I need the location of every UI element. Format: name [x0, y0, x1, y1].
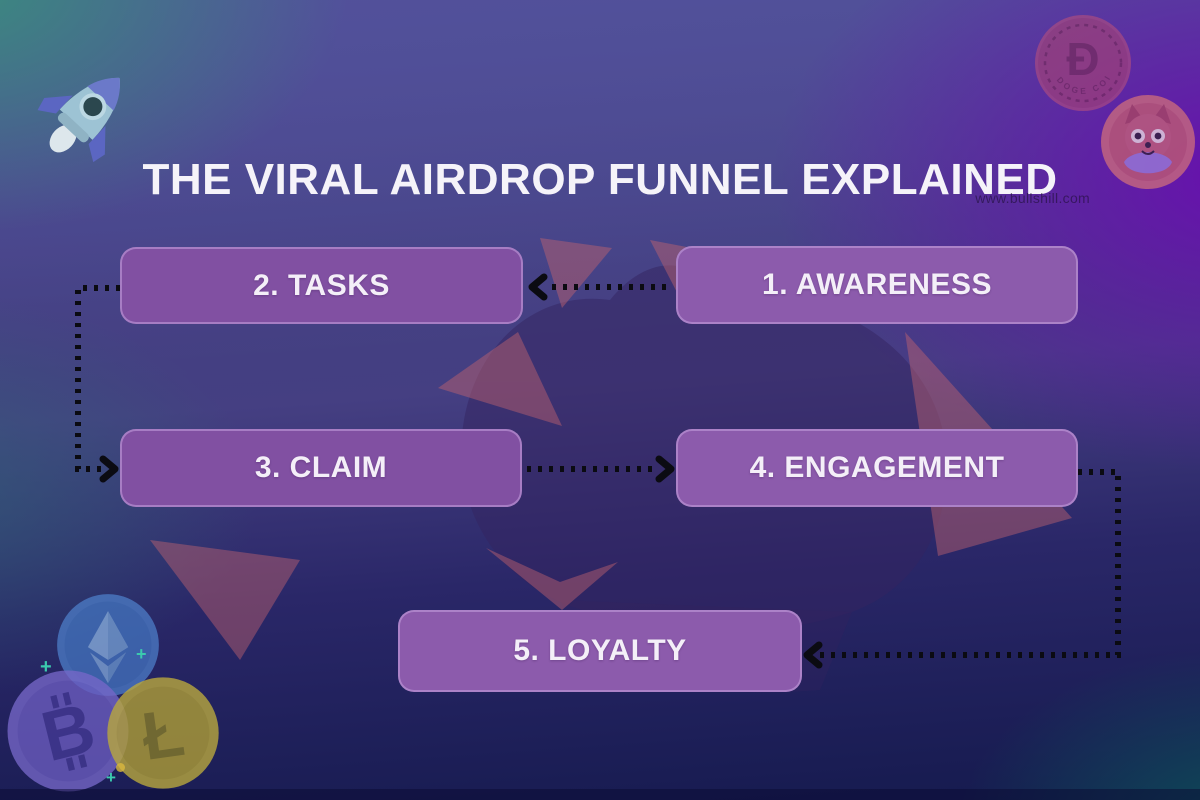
bitcoin-coin-icon: B	[7, 670, 129, 792]
arrowhead-left-icon	[803, 641, 823, 669]
step-label: 5. LOYALTY	[513, 634, 687, 667]
ethereum-coin-icon	[57, 594, 159, 696]
watermark-url: www.bullshill.com	[975, 190, 1090, 206]
plus-sparkle-icon: +	[40, 656, 52, 678]
edge-tasks-to-claim	[75, 285, 120, 472]
dogecoin-icon: Đ DOGE COIN	[1033, 13, 1131, 111]
step-label: 3. CLAIM	[254, 451, 388, 484]
step-box-awareness: 1. AWARENESS	[676, 246, 1078, 324]
step-label: 4. ENGAGEMENT	[749, 451, 1005, 484]
litecoin-symbol: Ł	[138, 695, 189, 775]
step-label: 2. TASKS	[253, 268, 390, 302]
plus-sparkle-icon: +	[136, 644, 147, 664]
step-label: 1. AWARENESS	[762, 268, 992, 301]
step-box-engagement: 4. ENGAGEMENT	[676, 429, 1078, 507]
arrowhead-right-icon	[655, 455, 675, 483]
dogecoin-symbol: Đ	[1066, 33, 1099, 85]
step-box-loyalty: 5. LOYALTY	[398, 610, 802, 692]
step-box-claim: 3. CLAIM	[120, 429, 522, 507]
shiba-coin-icon	[1101, 95, 1195, 189]
arrowhead-right-icon	[99, 455, 119, 483]
bottom-edge-strip	[0, 789, 1200, 800]
dot-sparkle-icon	[116, 763, 125, 772]
page-title: THE VIRAL AIRDROP FUNNEL EXPLAINED	[142, 155, 1058, 205]
step-box-tasks: 2. TASKS	[120, 247, 523, 324]
arrowhead-left-icon	[528, 273, 548, 301]
litecoin-coin-icon: Ł	[107, 677, 219, 789]
plus-sparkle-icon: +	[106, 768, 116, 787]
rocket-icon	[37, 77, 120, 163]
